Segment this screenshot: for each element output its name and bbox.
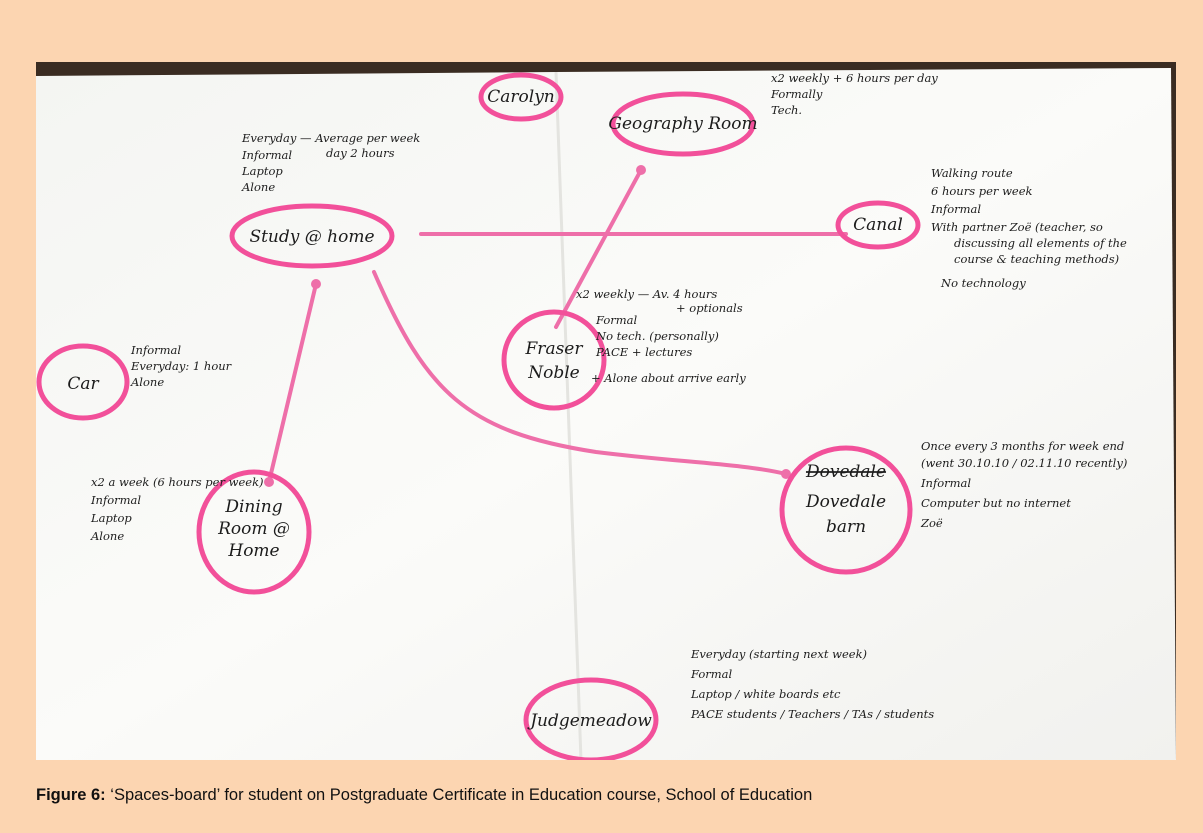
figure-caption-text: ‘Spaces-board’ for student on Postgradua… <box>110 786 813 804</box>
note-line: Informal <box>930 202 981 216</box>
node-dovedale-bubble <box>779 445 913 575</box>
notes-dovedale: Once every 3 months for week end (went 3… <box>920 439 1127 530</box>
notes-geography: x2 weekly + 6 hours per day Formally Tec… <box>770 71 938 117</box>
note-line: No tech. (personally) <box>595 329 719 343</box>
note-line: course & teaching methods) <box>954 252 1119 266</box>
node-judgemeadow-bubble <box>523 677 659 760</box>
edge-study-dining <box>267 282 318 484</box>
node-judgemeadow-label: Judgemeadow <box>527 711 652 731</box>
note-line: x2 weekly — Av. 4 hours <box>576 287 717 301</box>
note-line: Computer but no internet <box>921 496 1071 510</box>
note-line: Tech. <box>771 103 802 117</box>
note-line: discussing all elements of the <box>954 236 1127 250</box>
note-line: Everyday (starting next week) <box>690 647 867 661</box>
paper-fold <box>554 71 583 760</box>
note-line: Alone <box>130 375 164 389</box>
node-canal-label: Canal <box>853 215 903 235</box>
edge-fraser-geography <box>554 168 643 329</box>
arrowhead <box>636 165 646 175</box>
note-line: Alone <box>241 180 275 194</box>
paper-sheet <box>36 68 1176 760</box>
node-fraser-bubble <box>501 309 607 411</box>
note-line: Zoë <box>920 516 943 530</box>
note-line: day 2 hours <box>326 146 395 160</box>
note-line: x2 a week (6 hours per week) <box>91 475 264 489</box>
note-line: Informal <box>90 493 141 507</box>
note-line: PACE + lectures <box>595 345 692 359</box>
node-fraser-label-2: Noble <box>527 363 580 383</box>
notes-fraser: x2 weekly — Av. 4 hours + optionals Form… <box>576 287 746 385</box>
arrowhead <box>781 469 791 479</box>
note-line: Walking route <box>931 166 1013 180</box>
figure-caption-label: Figure 6: <box>36 786 106 804</box>
node-dovedale-label-1: Dovedale <box>805 492 886 512</box>
note-line: 6 hours per week <box>931 184 1033 198</box>
node-carolyn-bubble <box>478 72 564 122</box>
note-line: Everyday: 1 hour <box>130 359 233 373</box>
note-line: Formally <box>770 87 823 101</box>
node-study-home-bubble <box>229 203 395 269</box>
note-line: Informal <box>130 343 181 357</box>
note-line: Formal <box>595 313 638 327</box>
node-carolyn-label: Carolyn <box>487 87 555 107</box>
figure-caption: Figure 6: ‘Spaces-board’ for student on … <box>36 786 1186 805</box>
node-dovedale-strike: Dovedale <box>805 462 886 482</box>
note-line: Informal <box>920 476 971 490</box>
note-line: Laptop <box>241 164 283 178</box>
note-line: + optionals <box>676 301 743 315</box>
spaces-board-photo: Carolyn Geography Room Study @ home Cana… <box>36 62 1176 760</box>
note-line: No technology <box>940 276 1026 290</box>
node-dining-bubble <box>196 469 312 595</box>
node-study-home-label: Study @ home <box>249 227 374 247</box>
node-dining-label-3: Home <box>227 541 279 561</box>
note-line: x2 weekly + 6 hours per day <box>771 71 938 85</box>
note-line: Once every 3 months for week end <box>921 439 1124 453</box>
note-line: Laptop <box>90 511 132 525</box>
note-line: (went 30.10.10 / 02.11.10 recently) <box>921 456 1127 470</box>
notes-study-home: Everyday — Average per week day 2 hours … <box>241 131 420 194</box>
note-line: Informal <box>241 148 292 162</box>
edge-study-dovedale <box>372 270 788 476</box>
node-fraser-label-1: Fraser <box>525 339 584 359</box>
node-geography-bubble <box>610 91 756 157</box>
note-line: + Alone about arrive early <box>591 371 746 385</box>
node-car-label: Car <box>67 374 99 394</box>
node-dining-label-2: Room @ <box>217 519 290 539</box>
note-line: Laptop / white boards etc <box>690 687 841 701</box>
node-geography-label: Geography Room <box>608 114 757 134</box>
note-line: Alone <box>90 529 124 543</box>
node-dovedale-label-2: barn <box>826 517 866 537</box>
note-line: With partner Zoë (teacher, so <box>931 220 1103 234</box>
spaces-board-diagram: Carolyn Geography Room Study @ home Cana… <box>36 68 1176 760</box>
note-line: Formal <box>690 667 733 681</box>
node-car-bubble <box>36 343 130 421</box>
node-dining-label-1: Dining <box>224 497 282 517</box>
arrowhead <box>264 477 274 487</box>
node-canal-bubble <box>835 200 921 250</box>
notes-dining: x2 a week (6 hours per week) Informal La… <box>90 475 264 543</box>
notes-canal: Walking route 6 hours per week Informal … <box>930 166 1127 290</box>
notes-judgemeadow: Everyday (starting next week) Formal Lap… <box>690 647 934 721</box>
arrowhead <box>311 279 321 289</box>
notes-car: Informal Everyday: 1 hour Alone <box>130 343 233 389</box>
note-line: Everyday — Average per week <box>241 131 420 145</box>
note-line: PACE students / Teachers / TAs / student… <box>690 707 934 721</box>
